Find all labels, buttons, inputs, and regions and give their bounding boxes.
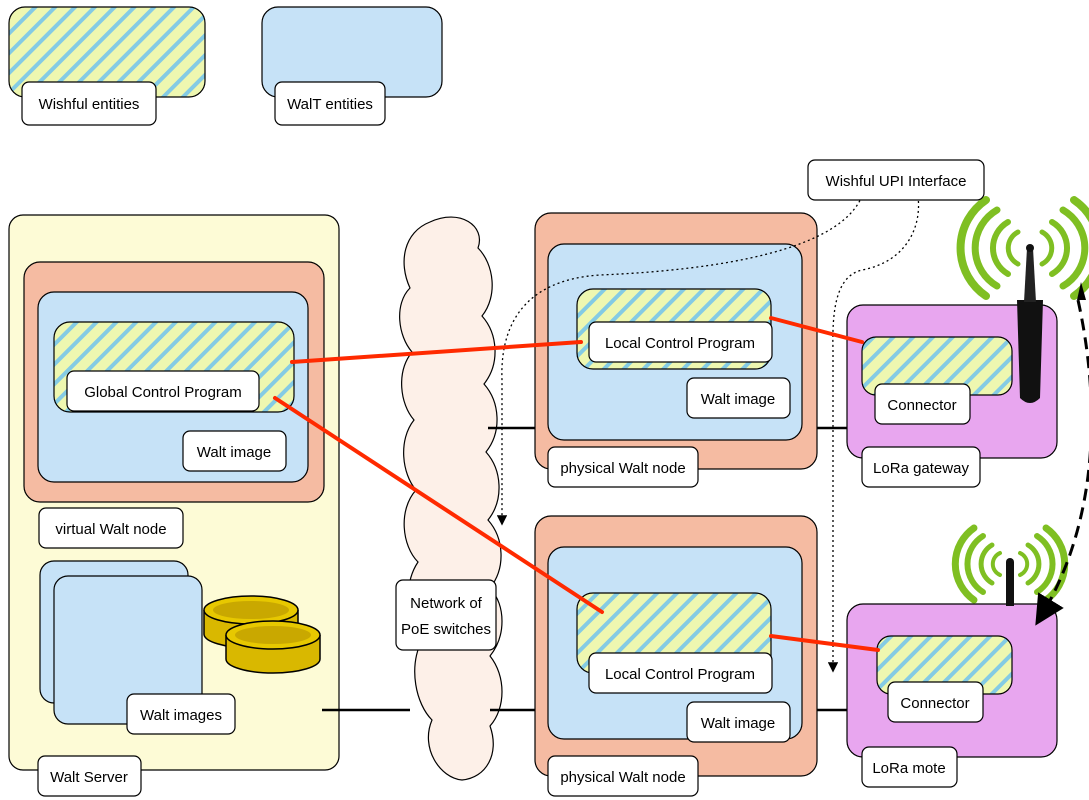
node-bottom-title: physical Walt node <box>560 769 685 786</box>
server-title: Walt Server <box>50 769 128 786</box>
node-top-title-box <box>547 446 699 488</box>
gateway-title: LoRa gateway <box>873 460 969 477</box>
server-images-label-box <box>126 693 236 735</box>
virtual-node-label: virtual Walt node <box>55 521 166 538</box>
mote-title: LoRa mote <box>872 760 945 777</box>
control-links <box>273 316 880 652</box>
node-bottom-image-label: Walt image <box>701 715 775 732</box>
global-program-label-box <box>66 370 260 412</box>
mote-antenna-icon <box>951 524 1069 606</box>
server-image-label-box <box>182 430 287 472</box>
lora-gateway: Connector LoRa gateway <box>846 196 1089 488</box>
upi-label-box <box>807 159 985 201</box>
server-images-label: Walt images <box>140 707 222 724</box>
network-label-box <box>395 579 497 651</box>
legend: Wishful entities WalT entities <box>8 6 443 126</box>
radio-link-start <box>1077 282 1086 300</box>
gateway-antenna-icon <box>956 196 1089 403</box>
legend-walt-label: WalT entities <box>287 96 373 113</box>
mote-title-box <box>861 746 958 788</box>
server-title-box <box>37 755 142 797</box>
node-top-program-label-box <box>588 321 773 363</box>
upi-label: Wishful UPI Interface <box>826 173 967 190</box>
node-bottom-program-label-box <box>588 652 773 694</box>
global-program-label: Global Control Program <box>84 384 242 401</box>
node-top-program-label: Local Control Program <box>605 335 755 352</box>
legend-wishful-label: Wishful entities <box>39 96 140 113</box>
lora-mote: Connector LoRa mote <box>846 524 1069 788</box>
node-bottom-program-label: Local Control Program <box>605 666 755 683</box>
node-top-image-label-box <box>686 377 791 419</box>
physical-node-bottom: Local Control Program Walt image physica… <box>534 515 818 797</box>
legend-walt-label-box <box>274 81 386 126</box>
node-top-title: physical Walt node <box>560 460 685 477</box>
wired-links <box>322 426 847 712</box>
network-label-line1: Network of <box>410 595 483 612</box>
node-top-image-label: Walt image <box>701 391 775 408</box>
physical-node-top: Local Control Program Walt image physica… <box>534 212 818 488</box>
radio-link <box>1035 299 1089 626</box>
network-label-line2: PoE switches <box>401 621 491 638</box>
mote-connector-label: Connector <box>900 695 969 712</box>
gateway-title-box <box>861 446 981 488</box>
walt-server: Global Control Program Walt image virtua… <box>8 214 340 797</box>
server-image-label: Walt image <box>197 444 271 461</box>
node-bottom-title-box <box>547 755 699 797</box>
gateway-connector-label-box <box>874 383 971 425</box>
gateway-connector-label: Connector <box>887 397 956 414</box>
disk-icon <box>203 595 321 674</box>
network-cloud: Network of PoE switches <box>395 216 503 781</box>
upi-interface: Wishful UPI Interface <box>496 159 985 673</box>
mote-connector-label-box <box>887 681 984 723</box>
legend-wishful-label-box <box>21 81 157 126</box>
virtual-node-label-box <box>38 507 184 549</box>
node-bottom-image-label-box <box>686 701 791 743</box>
